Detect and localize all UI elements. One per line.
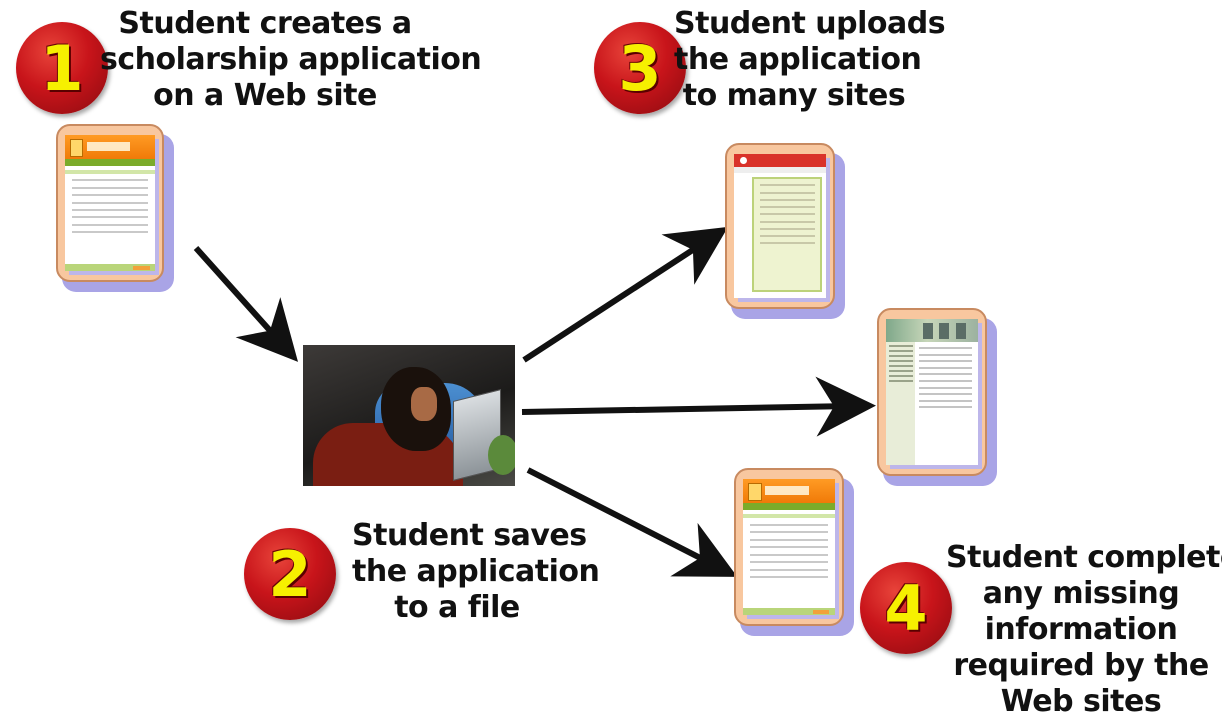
step-3-line-1: Student uploads — [674, 6, 946, 41]
step-4-line-4: required by the — [953, 648, 1209, 683]
scholarship-site-thumbnail-1 — [725, 143, 845, 319]
scholarship-site-thumbnail-2 — [877, 308, 997, 486]
step-2-label: Student saves the application to a file — [352, 518, 600, 626]
arrow-file-to-site-3 — [526, 467, 738, 577]
step-1-line-1: Student creates a — [118, 6, 412, 41]
step-2-badge: 2 — [244, 528, 336, 620]
step-2-number: 2 — [268, 537, 312, 611]
scholarship-site-thumbnail-3 — [734, 468, 854, 636]
application-page-thumbnail — [56, 124, 174, 292]
step-4-badge: 4 — [860, 562, 952, 654]
step-1-line-3: on a Web site — [153, 78, 377, 113]
step-3-line-3: to many sites — [682, 78, 906, 113]
step-4-line-3: information — [984, 612, 1178, 647]
step-4-number: 4 — [884, 571, 928, 645]
arrow-file-to-site-1 — [522, 226, 729, 363]
step-1-line-2: scholarship application — [100, 42, 482, 77]
step-1-badge: 1 — [16, 22, 108, 114]
arrow-file-to-site-2 — [521, 376, 876, 437]
student-laptop-photo — [303, 345, 515, 486]
step-1-number: 1 — [40, 31, 84, 105]
arrow-site-to-file — [193, 245, 299, 362]
step-3-label: Student uploads the application to many … — [674, 6, 946, 114]
step-4-line-5: Web sites — [1000, 684, 1162, 719]
step-3-line-2: the application — [674, 42, 922, 77]
step-1-label: Student creates a scholarship applicatio… — [100, 6, 482, 114]
step-3-number: 3 — [618, 31, 662, 105]
step-2-line-2: the application — [352, 554, 600, 589]
step-3-badge: 3 — [594, 22, 686, 114]
step-4-line-2: any missing — [982, 576, 1180, 611]
step-2-line-3: to a file — [394, 590, 520, 625]
step-4-label: Student completes any missing informatio… — [946, 540, 1222, 720]
step-4-line-1: Student completes — [946, 540, 1222, 575]
step-2-line-1: Student saves — [352, 518, 587, 553]
